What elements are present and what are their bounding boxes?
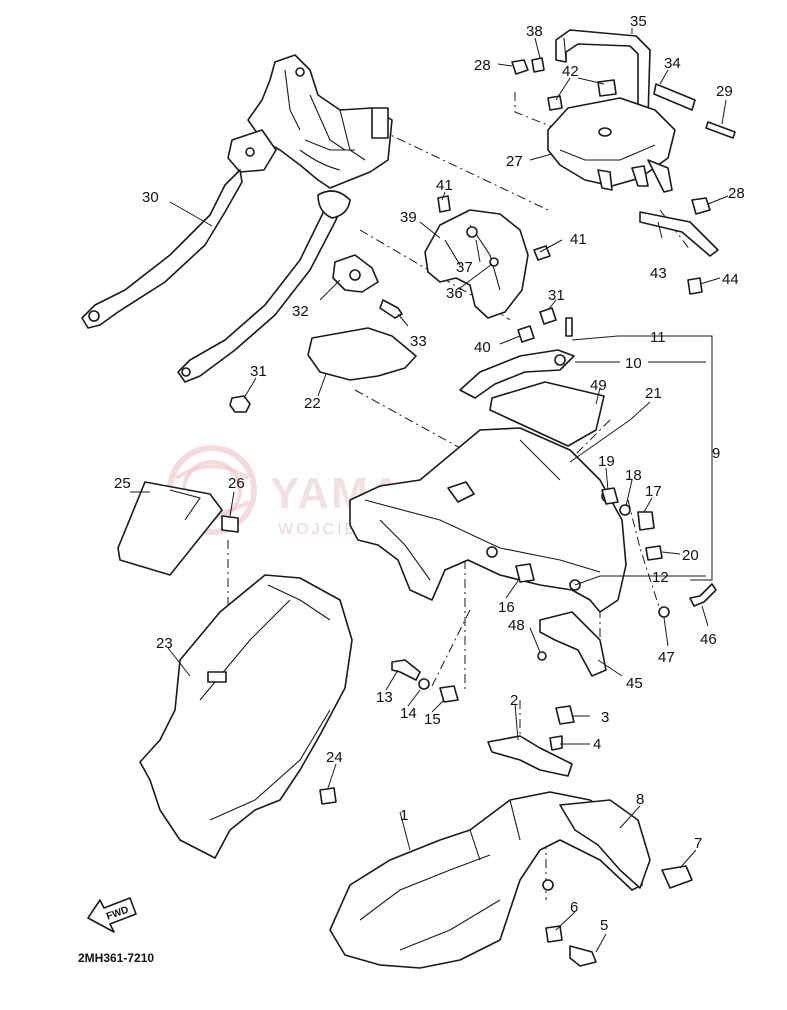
callout-43: 43: [650, 265, 667, 282]
callout-34: 34: [664, 55, 681, 72]
callout-38: 38: [526, 23, 543, 40]
fender-cover-8: [559, 799, 693, 889]
fender-bolts-center: [391, 659, 459, 703]
seat-hinge-bracket: [424, 195, 557, 343]
callout-37: 37: [456, 259, 473, 276]
callout-28-top: 28: [474, 57, 491, 74]
callout-12: 12: [652, 569, 669, 586]
callout-2: 2: [510, 692, 518, 709]
bracket-43: [639, 211, 719, 257]
callout-15: 15: [424, 711, 441, 728]
callout-19: 19: [598, 453, 615, 470]
callout-28-right: 28: [728, 185, 745, 202]
callout-17: 17: [645, 483, 662, 500]
callout-29: 29: [716, 83, 733, 100]
seat-lock-rod: [81, 169, 243, 329]
rear-fender-inner: [349, 427, 627, 613]
callout-23: 23: [156, 635, 173, 652]
callout-labels: 1 2 3 4 5 6 7 8 9 10 11 12 13 14 15 16 1…: [114, 13, 745, 934]
fwd-direction-arrow: FWD: [87, 897, 137, 933]
nuts-and-bolts-top: [511, 57, 711, 295]
callout-9: 9: [712, 445, 720, 462]
callout-39: 39: [400, 209, 417, 226]
callout-32: 32: [292, 303, 309, 320]
grab-rod-long: [177, 190, 351, 383]
callout-36: 36: [446, 285, 463, 302]
lock-bracket: [332, 254, 379, 293]
callout-33: 33: [410, 333, 427, 350]
callout-49: 49: [590, 377, 607, 394]
seat-lock-bracket-assembly: [227, 54, 393, 189]
callout-25: 25: [114, 475, 131, 492]
callout-21: 21: [645, 385, 662, 402]
callout-16: 16: [498, 599, 515, 616]
callout-6: 6: [570, 899, 578, 916]
callout-31-left: 31: [250, 363, 267, 380]
callout-26: 26: [228, 475, 245, 492]
callout-44: 44: [722, 271, 739, 288]
fender-bolts-bottom: [545, 925, 597, 967]
callout-42: 42: [562, 63, 579, 80]
screw: [379, 299, 403, 319]
callout-48: 48: [508, 617, 525, 634]
leader-lines: [130, 28, 729, 953]
callout-41-right: 41: [570, 231, 587, 248]
callout-40: 40: [474, 339, 491, 356]
callout-18: 18: [625, 467, 642, 484]
callout-13: 13: [376, 689, 393, 706]
seat-strap: [459, 317, 575, 399]
callout-24: 24: [326, 749, 343, 766]
callout-1: 1: [400, 807, 408, 824]
callout-31-right: 31: [548, 287, 565, 304]
callout-47: 47: [658, 649, 675, 666]
callout-46: 46: [700, 631, 717, 648]
carrier-bracket-side: [653, 83, 696, 111]
reflector-bracket: [537, 611, 607, 677]
callout-30: 30: [142, 189, 159, 206]
bolt-29: [705, 121, 736, 139]
seat-plate: [307, 327, 417, 381]
callout-3: 3: [601, 709, 609, 726]
callout-27: 27: [506, 153, 523, 170]
callout-5: 5: [600, 917, 608, 934]
diagram-reference-code: 2MH361-7210: [78, 951, 154, 965]
callout-22: 22: [304, 395, 321, 412]
callout-4: 4: [593, 736, 601, 753]
callout-20: 20: [682, 547, 699, 564]
bracket-2: [487, 705, 575, 777]
callout-35: 35: [630, 13, 647, 30]
callout-8: 8: [636, 791, 644, 808]
callout-7: 7: [694, 835, 702, 852]
rear-seat-cowl: [547, 97, 676, 193]
callout-11: 11: [650, 329, 666, 346]
rear-fender-1: [329, 791, 643, 969]
fender-23: [139, 574, 353, 859]
plate-25: [117, 481, 239, 576]
fender-hardware-right: [515, 487, 717, 618]
bolt-left: [229, 395, 251, 413]
callout-10: 10: [625, 355, 642, 372]
mudflap-49: [489, 381, 605, 447]
callout-45: 45: [626, 675, 643, 692]
callout-14: 14: [400, 705, 417, 722]
callout-41-top: 41: [436, 177, 453, 194]
